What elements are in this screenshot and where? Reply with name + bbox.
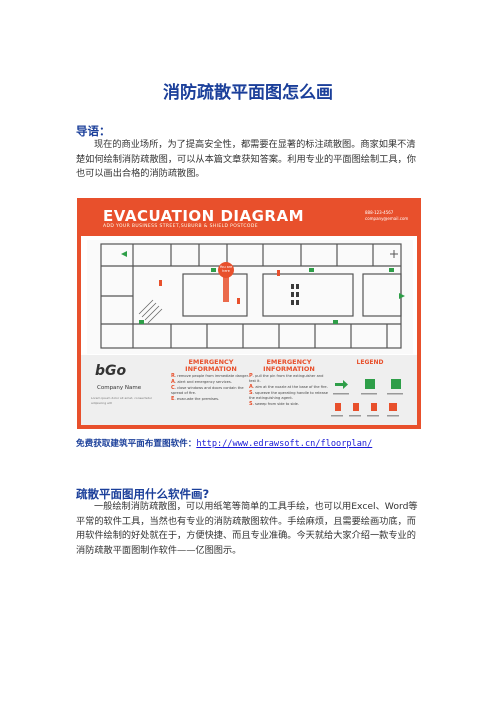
emergency-title: EMERGENCY INFORMATION (263, 358, 315, 373)
company-logo: bGo Company Name Lorem ipsum dolor sit a… (91, 363, 163, 421)
emergency-title: EMERGENCY INFORMATION (185, 358, 237, 373)
evacuation-diagram-image: EVACUATION DIAGRAM ADD YOUR BUSINESS STR… (77, 198, 421, 429)
emergency-item: A- alert and emergency services. (171, 379, 232, 385)
download-label: 免费获取建筑平面布置图软件： (76, 439, 197, 449)
diagram-contact: 888-123-4567 company@email.com (365, 210, 408, 222)
emergency-info-race: EMERGENCY INFORMATION R- remove people f… (171, 359, 251, 402)
page-title: 消防疏散平面图怎么画 (163, 83, 333, 103)
legend: LEGEND (329, 359, 411, 425)
emergency-info-pass: EMERGENCY INFORMATION P- pull the pin fr… (249, 359, 329, 407)
section2-paragraph: 一般绘制消防疏散图，可以用纸笔等简单的工具手绘，也可以用Excel、Word等平… (76, 501, 418, 556)
intro-paragraph: 现在的商业场所，为了提高安全性，都需要在显著的标注疏散图。商家如果不清楚如何绘制… (76, 139, 416, 180)
legend-title: LEGEND (356, 359, 384, 366)
emergency-item: S- sweep from side to side. (249, 401, 299, 407)
emergency-item: E- evacuate the premises. (171, 396, 220, 402)
section2-heading: 疏散平面图用什么软件画? (76, 487, 210, 501)
intro-heading: 导语： (76, 124, 111, 138)
download-line: 免费获取建筑平面布置图软件：http://www.edrawsoft.cn/fl… (76, 437, 372, 449)
diagram-header: EVACUATION DIAGRAM ADD YOUR BUSINESS STR… (81, 202, 417, 236)
diagram-title: EVACUATION DIAGRAM (103, 207, 304, 225)
emergency-item: C- close windows and doors contain the s… (171, 385, 244, 396)
emergency-item: S- squeeze the operating handle to relea… (249, 390, 328, 401)
diagram-subtitle: ADD YOUR BUSINESS STREET,SUBURB & SHIELD… (103, 224, 258, 229)
emergency-item: P- pull the pin from the extinguisher an… (249, 373, 324, 384)
legend-icons (331, 379, 403, 417)
diagram-info-panel: bGo Company Name Lorem ipsum dolor sit a… (81, 355, 417, 425)
logo-mark: bGo (95, 363, 127, 379)
company-name: Company Name (97, 385, 142, 391)
you-are-here-label: You are here (219, 265, 233, 273)
download-link[interactable]: http://www.edrawsoft.cn/floorplan/ (196, 439, 373, 449)
emergency-item: A- aim at the nozzle at the base of the … (249, 384, 328, 390)
company-description: Lorem ipsum dolor sit amet, consectetur … (91, 396, 153, 405)
floor-plan (87, 240, 413, 354)
diagram-phone: 888-123-4567 (365, 210, 394, 215)
diagram-email: company@email.com (365, 216, 409, 221)
emergency-item: R- remove people from immediate danger. (171, 373, 249, 379)
